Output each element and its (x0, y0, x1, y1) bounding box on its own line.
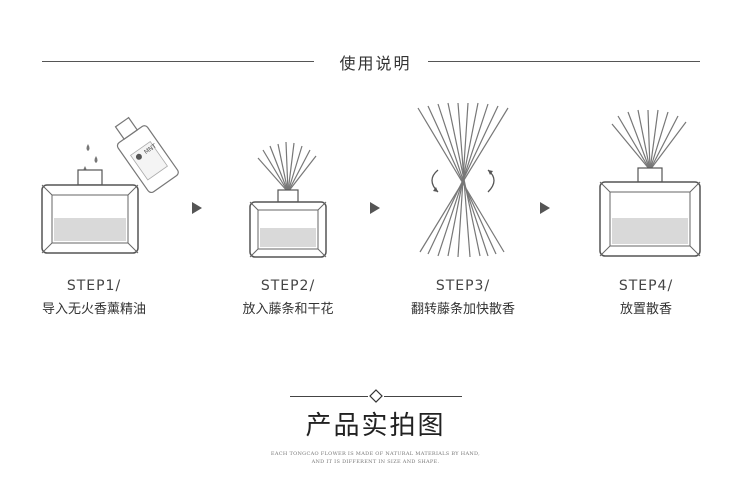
step-4: STEP4/ 放置散香 (556, 278, 736, 317)
drop-icon (94, 156, 98, 163)
step4-illustration (599, 109, 701, 257)
step2-illustration (249, 141, 327, 258)
step-description: 翻转藤条加快散香 (410, 302, 515, 317)
diamond-icon (369, 389, 383, 403)
step-number: STEP1/ (66, 278, 122, 294)
diffuser-bottle-icon (41, 169, 139, 254)
drop-icon (86, 144, 90, 151)
footer-rule-right (384, 396, 462, 397)
arrow-right-icon (370, 202, 380, 214)
oil-bottle-icon: MNT (114, 116, 179, 194)
header-rule-right (428, 61, 700, 62)
diffuser-bottle-icon (249, 189, 327, 258)
fine-print-line-2: AND IT IS DIFFERENT IN SIZE AND SHAPE. (311, 459, 440, 465)
header-rule-left (42, 61, 314, 62)
step1-illustration: MNT (41, 116, 179, 254)
footer-rule-left (290, 396, 368, 397)
section-title: 产品实拍图 (305, 411, 446, 441)
step-number: STEP2/ (260, 278, 316, 294)
reed-sticks-icon (417, 102, 509, 258)
fine-print-line-1: EACH TONGCAO FLOWER IS MADE OF NATURAL M… (270, 451, 481, 457)
step3-illustration (417, 102, 509, 258)
step-2: STEP2/ 放入藤条和干花 (198, 278, 378, 317)
diffuser-bottle-icon (599, 167, 701, 257)
step-3: STEP3/ 翻转藤条加快散香 (373, 278, 553, 317)
step-description: 放入藤条和干花 (242, 302, 334, 317)
step-number: STEP3/ (435, 278, 491, 294)
step-description: 导入无火香薰精油 (41, 302, 146, 317)
reed-sticks-icon (611, 109, 687, 171)
arrow-right-icon (192, 202, 202, 214)
step-description: 放置散香 (619, 302, 672, 317)
arrow-right-icon (540, 202, 550, 214)
step-number: STEP4/ (618, 278, 674, 294)
step-1: STEP1/ 导入无火香薰精油 (4, 278, 184, 317)
page-title: 使用说明 (339, 54, 412, 73)
reed-sticks-icon (257, 141, 317, 193)
